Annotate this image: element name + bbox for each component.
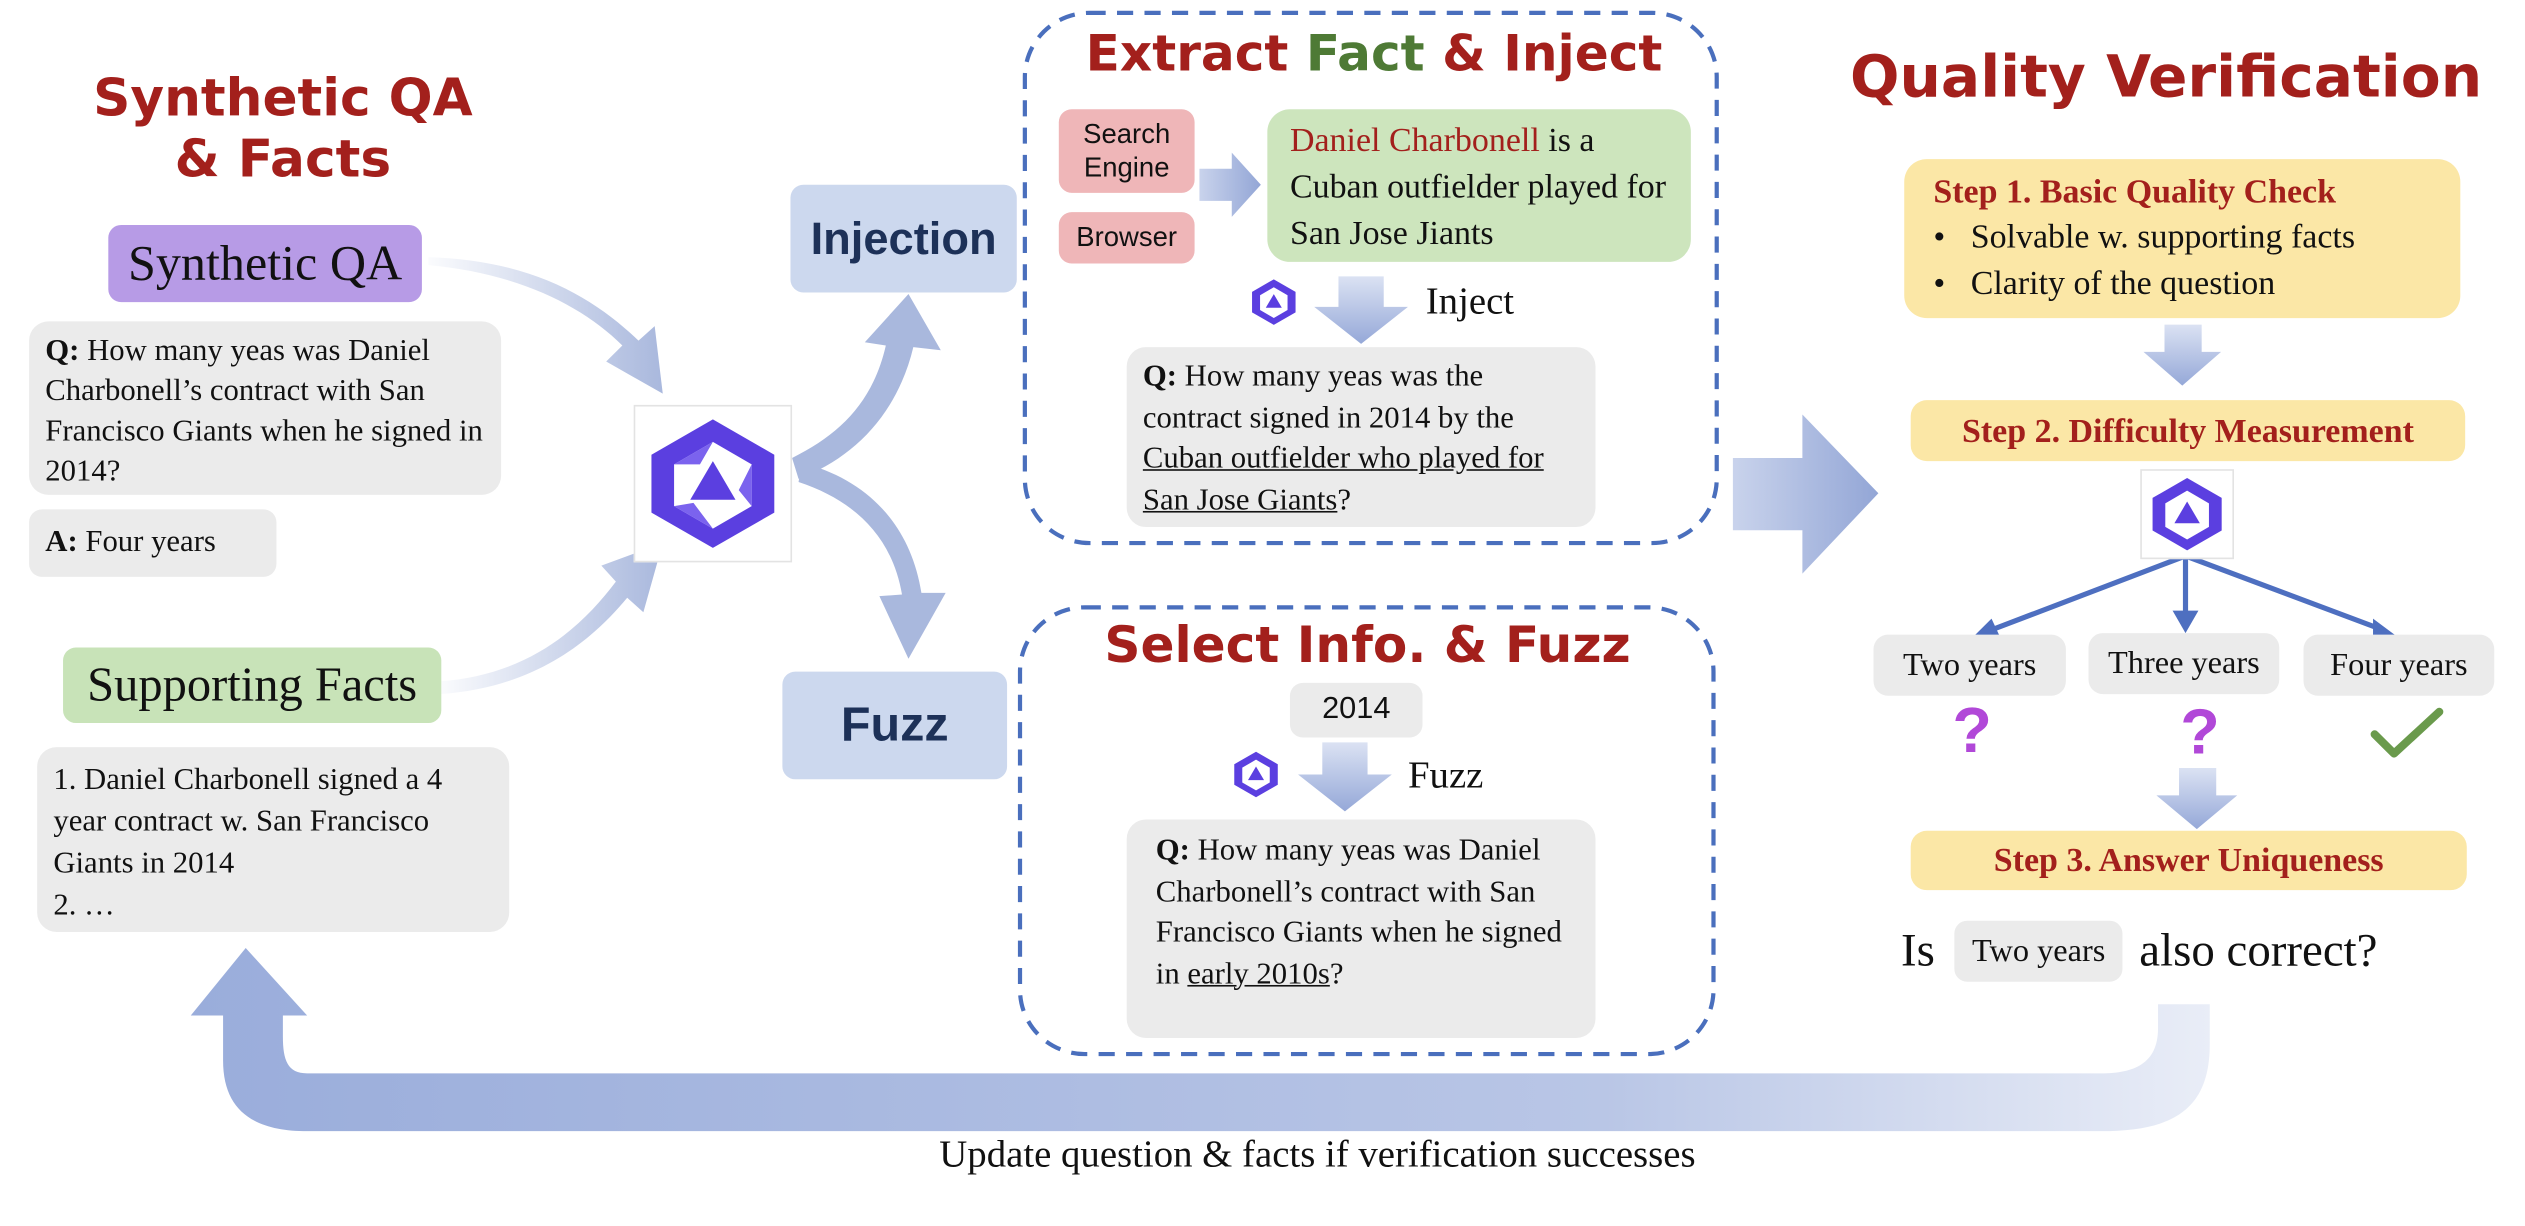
difficulty-tree-lines bbox=[1990, 553, 2384, 633]
left-title-line2: & Facts bbox=[174, 128, 392, 190]
inject-label: Inject bbox=[1425, 281, 1515, 323]
left-title: Synthetic QA & Facts bbox=[65, 67, 501, 189]
uniqueness-tag: Two years bbox=[1954, 920, 2124, 982]
injected-question-box: Q: How many yeas was the contract signed… bbox=[1126, 347, 1596, 528]
arrow-search-to-fact bbox=[1199, 152, 1261, 217]
arrow-model-to-injection bbox=[792, 294, 941, 479]
arrow-qa-to-model bbox=[428, 257, 663, 394]
uniqueness-question: Is Two years also correct? bbox=[1901, 919, 2377, 983]
browser-tag: Browser bbox=[1058, 212, 1195, 264]
select-panel-title: Select Info. & Fuzz bbox=[1104, 617, 1631, 675]
extract-title-part3: & Inject bbox=[1424, 25, 1663, 84]
fuzz-label: Fuzz bbox=[782, 671, 1008, 780]
arrow-inject-down bbox=[1314, 276, 1408, 344]
fact-item-1: 1. Daniel Charbonell signed a 4 year con… bbox=[53, 763, 443, 881]
option-two-years: Two years bbox=[1873, 634, 2066, 696]
arrow-model-to-fuzz bbox=[798, 462, 946, 659]
qa-a-prefix: A: bbox=[45, 525, 78, 560]
qa-answer-box: A: Four years bbox=[29, 509, 277, 577]
feedback-loop-arrow bbox=[190, 948, 2210, 1132]
synthetic-qa-label: Synthetic QA bbox=[108, 224, 422, 303]
supporting-facts-box: 1. Daniel Charbonell signed a 4 year con… bbox=[37, 747, 510, 932]
question-mark-icon-2: ? bbox=[2180, 697, 2220, 769]
injected-q-prefix: Q: bbox=[1142, 359, 1177, 394]
arrow-facts-to-model bbox=[439, 543, 663, 695]
arrow-options-to-step3 bbox=[2156, 768, 2238, 830]
fuzzed-q-prefix: Q: bbox=[1155, 833, 1190, 868]
fact-entity-name: Daniel Charbonell bbox=[1289, 120, 1540, 160]
injected-question-underlined: Cuban outfielder who played for San Jose… bbox=[1142, 441, 1544, 517]
option-three-years: Three years bbox=[2088, 633, 2280, 695]
fact-box: Daniel Charbonell is a Cuban outfielder … bbox=[1267, 109, 1691, 262]
extract-title-fact: Fact bbox=[1305, 25, 1425, 84]
uniqueness-rest: also correct? bbox=[2139, 924, 2378, 977]
arrow-to-verification bbox=[1732, 414, 1879, 574]
step2-box: Step 2. Difficulty Measurement bbox=[1910, 400, 2466, 462]
step1-box: Step 1. Basic Quality Check • Solvable w… bbox=[1904, 159, 2461, 319]
injected-question-end: ? bbox=[1337, 482, 1352, 517]
fuzzed-question-text: How many yeas was Daniel Charbonell’s co… bbox=[1155, 833, 1562, 991]
left-title-line1: Synthetic QA bbox=[93, 67, 473, 129]
fact-item-2: 2. … bbox=[53, 888, 115, 923]
qwen-logo-icon bbox=[633, 404, 793, 563]
fuzzed-question-underlined: early 2010s bbox=[1187, 956, 1330, 991]
injection-label: Injection bbox=[790, 184, 1017, 293]
qwen-logo-icon-verifier bbox=[2140, 469, 2235, 560]
verification-title: Quality Verification bbox=[1850, 44, 2483, 111]
fuzzed-question-box: Q: How many yeas was Daniel Charbonell’s… bbox=[1126, 819, 1596, 1038]
qa-question-text: How many yeas was Daniel Charbonell’s co… bbox=[45, 334, 483, 489]
extract-panel-border bbox=[1022, 10, 1719, 546]
footer-caption: Update question & facts if verification … bbox=[939, 1134, 1696, 1177]
fuzz-step-label: Fuzz bbox=[1407, 755, 1484, 797]
injected-question-text: How many yeas was the contract signed in… bbox=[1142, 359, 1514, 435]
search-engine-tag: Search Engine bbox=[1058, 109, 1195, 193]
qwen-logo-icon-small-fuzz bbox=[1229, 747, 1284, 802]
step1-bullet-1-text: Solvable w. supporting facts bbox=[1970, 216, 2356, 256]
check-mark-icon bbox=[2370, 707, 2444, 762]
arrow-step1-to-step2 bbox=[2143, 324, 2222, 386]
question-mark-icon: ? bbox=[1952, 695, 1992, 767]
extract-panel-title: Extract Fact & Inject bbox=[1035, 22, 1714, 86]
select-panel-border bbox=[1017, 605, 1716, 1057]
fuzzed-question-end: ? bbox=[1329, 956, 1344, 991]
qa-answer-text: Four years bbox=[85, 525, 216, 560]
supporting-facts-label: Supporting Facts bbox=[63, 647, 442, 724]
step1-title: Step 1. Basic Quality Check bbox=[1933, 171, 2337, 211]
step1-bullet-2: • Clarity of the question bbox=[1933, 263, 2276, 303]
option-four-years: Four years bbox=[2303, 634, 2495, 696]
extract-title-part1: Extract bbox=[1085, 25, 1306, 84]
uniqueness-is: Is bbox=[1901, 924, 1935, 977]
qwen-logo-icon-small-inject bbox=[1246, 275, 1301, 330]
qa-q-prefix: Q: bbox=[45, 334, 80, 368]
fact-text: is a Cuban outfielder played for San Jos… bbox=[1289, 120, 1667, 253]
arrow-fuzz-down bbox=[1298, 742, 1392, 812]
step1-bullet-2-text: Clarity of the question bbox=[1970, 263, 2276, 303]
step1-bullet-1: • Solvable w. supporting facts bbox=[1933, 216, 2356, 256]
year-tag: 2014 bbox=[1289, 682, 1423, 738]
step3-box: Step 3. Answer Uniqueness bbox=[1910, 830, 2467, 891]
qa-question-box: Q: How many yeas was Daniel Charbonell’s… bbox=[29, 321, 502, 495]
